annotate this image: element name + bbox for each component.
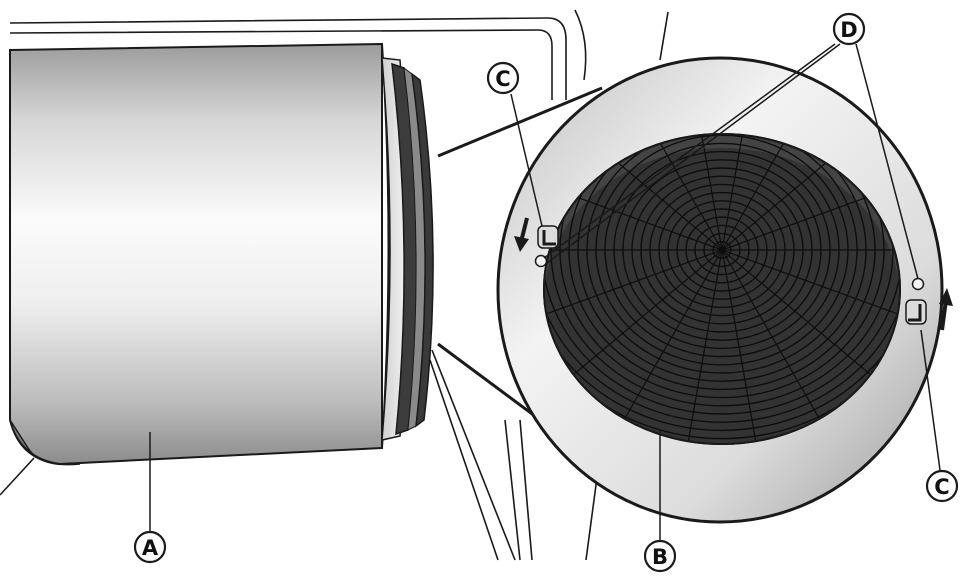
filter-spoke <box>544 146 723 251</box>
filter-spoke <box>669 249 723 444</box>
filter-spoke <box>544 249 723 444</box>
filter-spoke <box>721 146 900 251</box>
callout-c-right: C <box>925 469 959 503</box>
filter-spoke <box>571 134 723 251</box>
filter-spoke <box>721 249 900 354</box>
filter-ring <box>544 134 900 432</box>
callout-d: D <box>832 12 866 46</box>
filter-spoke <box>721 249 900 444</box>
arrow-down-icon <box>514 217 529 252</box>
filter-spoke <box>721 134 873 251</box>
leader-lines <box>149 43 941 540</box>
filter-spoke <box>544 249 723 354</box>
filter-ring <box>544 134 900 415</box>
svg-text:C: C <box>495 67 510 91</box>
filter-ring <box>544 134 900 423</box>
svg-text:A: A <box>142 536 159 560</box>
hood-frame-lines <box>0 9 669 561</box>
filter-spoke <box>721 249 775 444</box>
pin-right <box>911 277 925 291</box>
pin-left <box>534 254 548 268</box>
callout-b: B <box>643 539 677 573</box>
callout-a: A <box>133 530 167 564</box>
filter-spoke <box>571 249 723 444</box>
carbon-filter <box>543 133 901 445</box>
callout-c-left: C <box>486 61 520 95</box>
filter-ring <box>544 134 900 440</box>
bayonet-slot-right <box>905 299 927 325</box>
bayonet-slot-left <box>537 225 559 249</box>
svg-text:B: B <box>652 545 668 569</box>
magnified-filter-view <box>496 56 953 524</box>
filter-spoke <box>721 249 873 444</box>
filter-spoke <box>669 134 723 251</box>
filter-spoke <box>721 134 775 251</box>
svg-text:D: D <box>840 18 857 42</box>
arrow-up-icon <box>939 288 953 331</box>
svg-text:C: C <box>934 475 949 499</box>
duct-cylinder <box>9 42 434 466</box>
